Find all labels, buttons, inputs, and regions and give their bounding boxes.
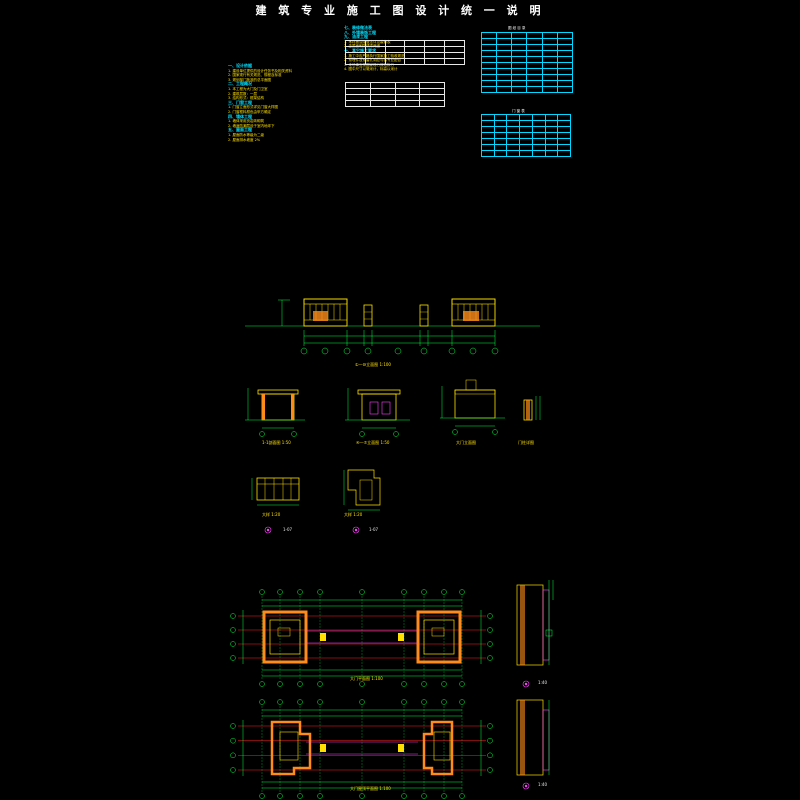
note-line: 2. 门窗框料颜色由甲方确定 xyxy=(228,109,271,114)
note-line: 八、外墙装饰工程 xyxy=(344,29,376,35)
note-line: 3. 规划部门批准的总平面图 xyxy=(228,77,271,82)
note-line: 1. 门窗立面形式详见门窗大样图 xyxy=(228,105,278,110)
wall-section-b xyxy=(516,699,550,790)
gate-post-detail xyxy=(523,396,541,421)
detail-door xyxy=(343,469,381,534)
detail-window xyxy=(251,477,300,534)
drawing-schedule-title: 图 纸 目 录 xyxy=(508,26,526,30)
note-line: 2. 屋面排水坡度 2% xyxy=(228,137,261,142)
wall-section-a xyxy=(516,580,554,688)
section-1-1 xyxy=(245,388,305,437)
note-line: 3. 结构形式：框架结构 xyxy=(228,96,264,101)
drawing-schedule-table xyxy=(480,32,574,93)
note-line: 2. 墙身防潮层设于室内地坪下 xyxy=(228,123,275,128)
floor-plan xyxy=(230,589,493,687)
label-gate-elevation: 大门立面图 xyxy=(456,440,476,445)
note-line: 4. 图中尺寸以毫米计，标高以米计 xyxy=(344,67,398,72)
label-detail-b: 大样 1:20 xyxy=(344,512,363,517)
front-elevation xyxy=(245,298,540,355)
note-line: 二、工程概况 xyxy=(228,81,252,87)
label-index-a: 1-07 xyxy=(283,527,293,532)
note-line: 1. 墙体采用页岩砖砌筑 xyxy=(228,119,264,124)
note-line: 1. 本工程为大门及门卫室 xyxy=(228,86,268,91)
gate-elevation xyxy=(440,379,505,435)
label-floor-plan: 大门平面图 1:100 xyxy=(350,676,383,681)
note-line: 四、墙体工程 xyxy=(228,113,252,119)
note-line: 3. 未尽事宜按国家现行规范执行 xyxy=(344,62,394,67)
label-side-elevation: ④—⑦立面图 1:50 xyxy=(356,440,390,445)
door-window-table xyxy=(481,114,571,157)
door-window-table-title: 门 窗 表 xyxy=(512,109,525,113)
label-wall-b: 1:40 xyxy=(538,782,547,787)
note-line: 三、门窗工程 xyxy=(228,99,252,105)
material-table-1 xyxy=(345,40,465,65)
material-table-2 xyxy=(345,82,445,107)
label-wall-a: 1:40 xyxy=(538,680,547,685)
label-post-detail: 门柱详图 xyxy=(518,440,534,445)
label-front-elevation: ①—⑩立面图 1:100 xyxy=(355,362,391,367)
label-index-b: 1-07 xyxy=(369,527,379,532)
note-line: 1. 建设单位提供的设计任务书及相关资料 xyxy=(228,68,292,73)
note-line: 一、设计依据 xyxy=(228,63,252,68)
drawing-title: 建 筑 专 业 施 工 图 设 计 统 一 说 明 xyxy=(255,4,545,17)
label-section-1-1: 1-1剖面图 1:50 xyxy=(262,440,291,445)
label-detail-a: 大样 1:20 xyxy=(262,512,281,517)
note-line: 九、油漆工程 xyxy=(344,34,368,40)
label-roof-plan: 大门屋顶平面图 1:100 xyxy=(350,786,391,791)
side-elevation xyxy=(345,388,410,437)
note-line: 1. 屋面防水等级为二级 xyxy=(228,132,264,137)
note-line: 七、装修做法表 xyxy=(344,25,372,30)
roof-plan xyxy=(230,699,493,799)
note-line: 2. 国家现行有关规范、规程及标准 xyxy=(228,73,282,78)
note-line: 2. 建筑层数：一层 xyxy=(228,91,257,96)
note-line: 五、屋面工程 xyxy=(228,127,252,133)
